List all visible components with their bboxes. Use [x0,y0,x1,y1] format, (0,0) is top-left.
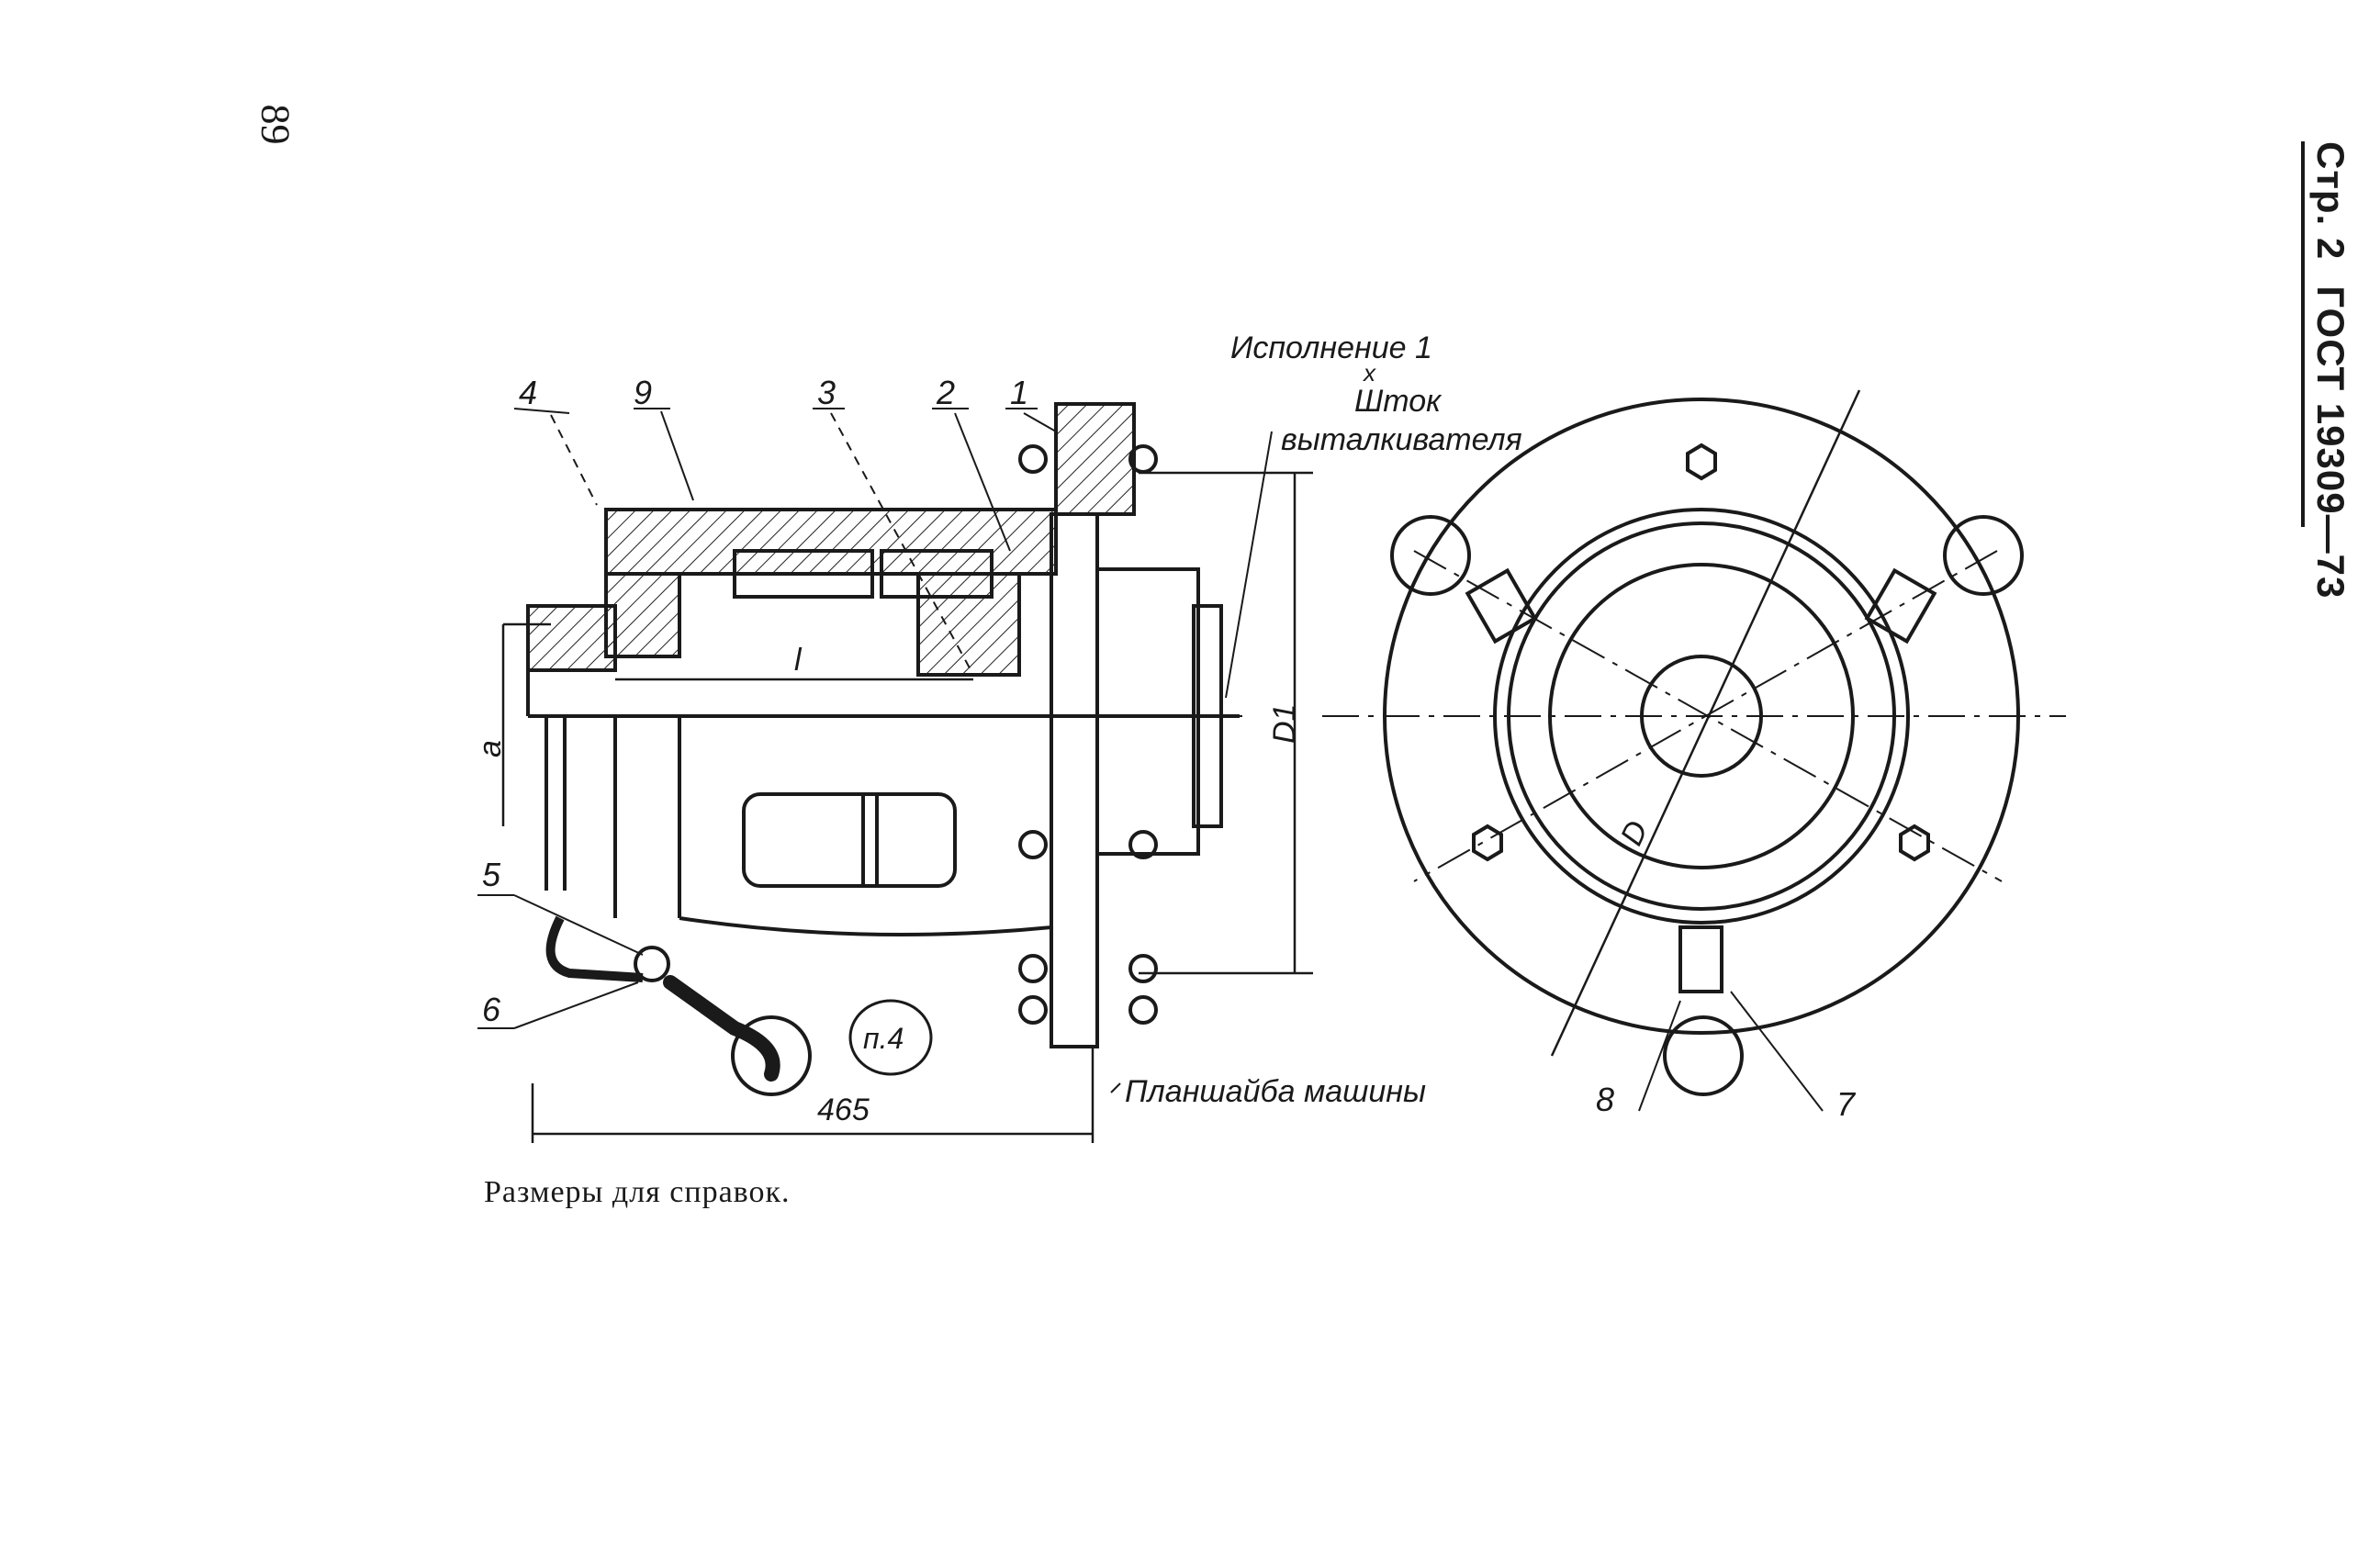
clause-marker: п.4 [848,999,933,1076]
callout-9: 9 [634,374,652,411]
end-view [1322,389,2066,1112]
dimension-lines [501,471,1313,1143]
dimension-l: l [794,643,803,678]
dimension-a: a [473,740,508,757]
drawing-labels: Исполнение 1 x Шток выталкивателя Планша… [473,331,1655,1127]
callout-6: 6 [482,991,501,1028]
callout-1: 1 [1010,374,1028,411]
clause-label: п.4 [863,1022,904,1055]
rod-label-line1: Шток [1354,384,1443,419]
variant-label: Исполнение 1 [1230,331,1432,365]
caption: Размеры для справок. [484,1175,791,1209]
callout-2: 2 [936,374,955,411]
side-section-view [526,402,1249,1096]
mark-label: x [1362,359,1376,387]
leader-lines [477,408,1273,1093]
faceplate-label: Планшайба машины [1125,1074,1426,1109]
rod-label-line2: выталкивателя [1281,422,1522,457]
callout-8: 8 [1596,1081,1614,1118]
callout-4: 4 [519,374,537,411]
dimension-465: 465 [817,1093,870,1127]
callout-5: 5 [482,856,501,893]
callout-3: 3 [817,374,836,411]
dimension-D1: D1 [1267,704,1302,744]
callout-7: 7 [1836,1085,1857,1123]
callout-numbers: 4 9 3 2 1 5 6 7 8 [482,374,1857,1123]
